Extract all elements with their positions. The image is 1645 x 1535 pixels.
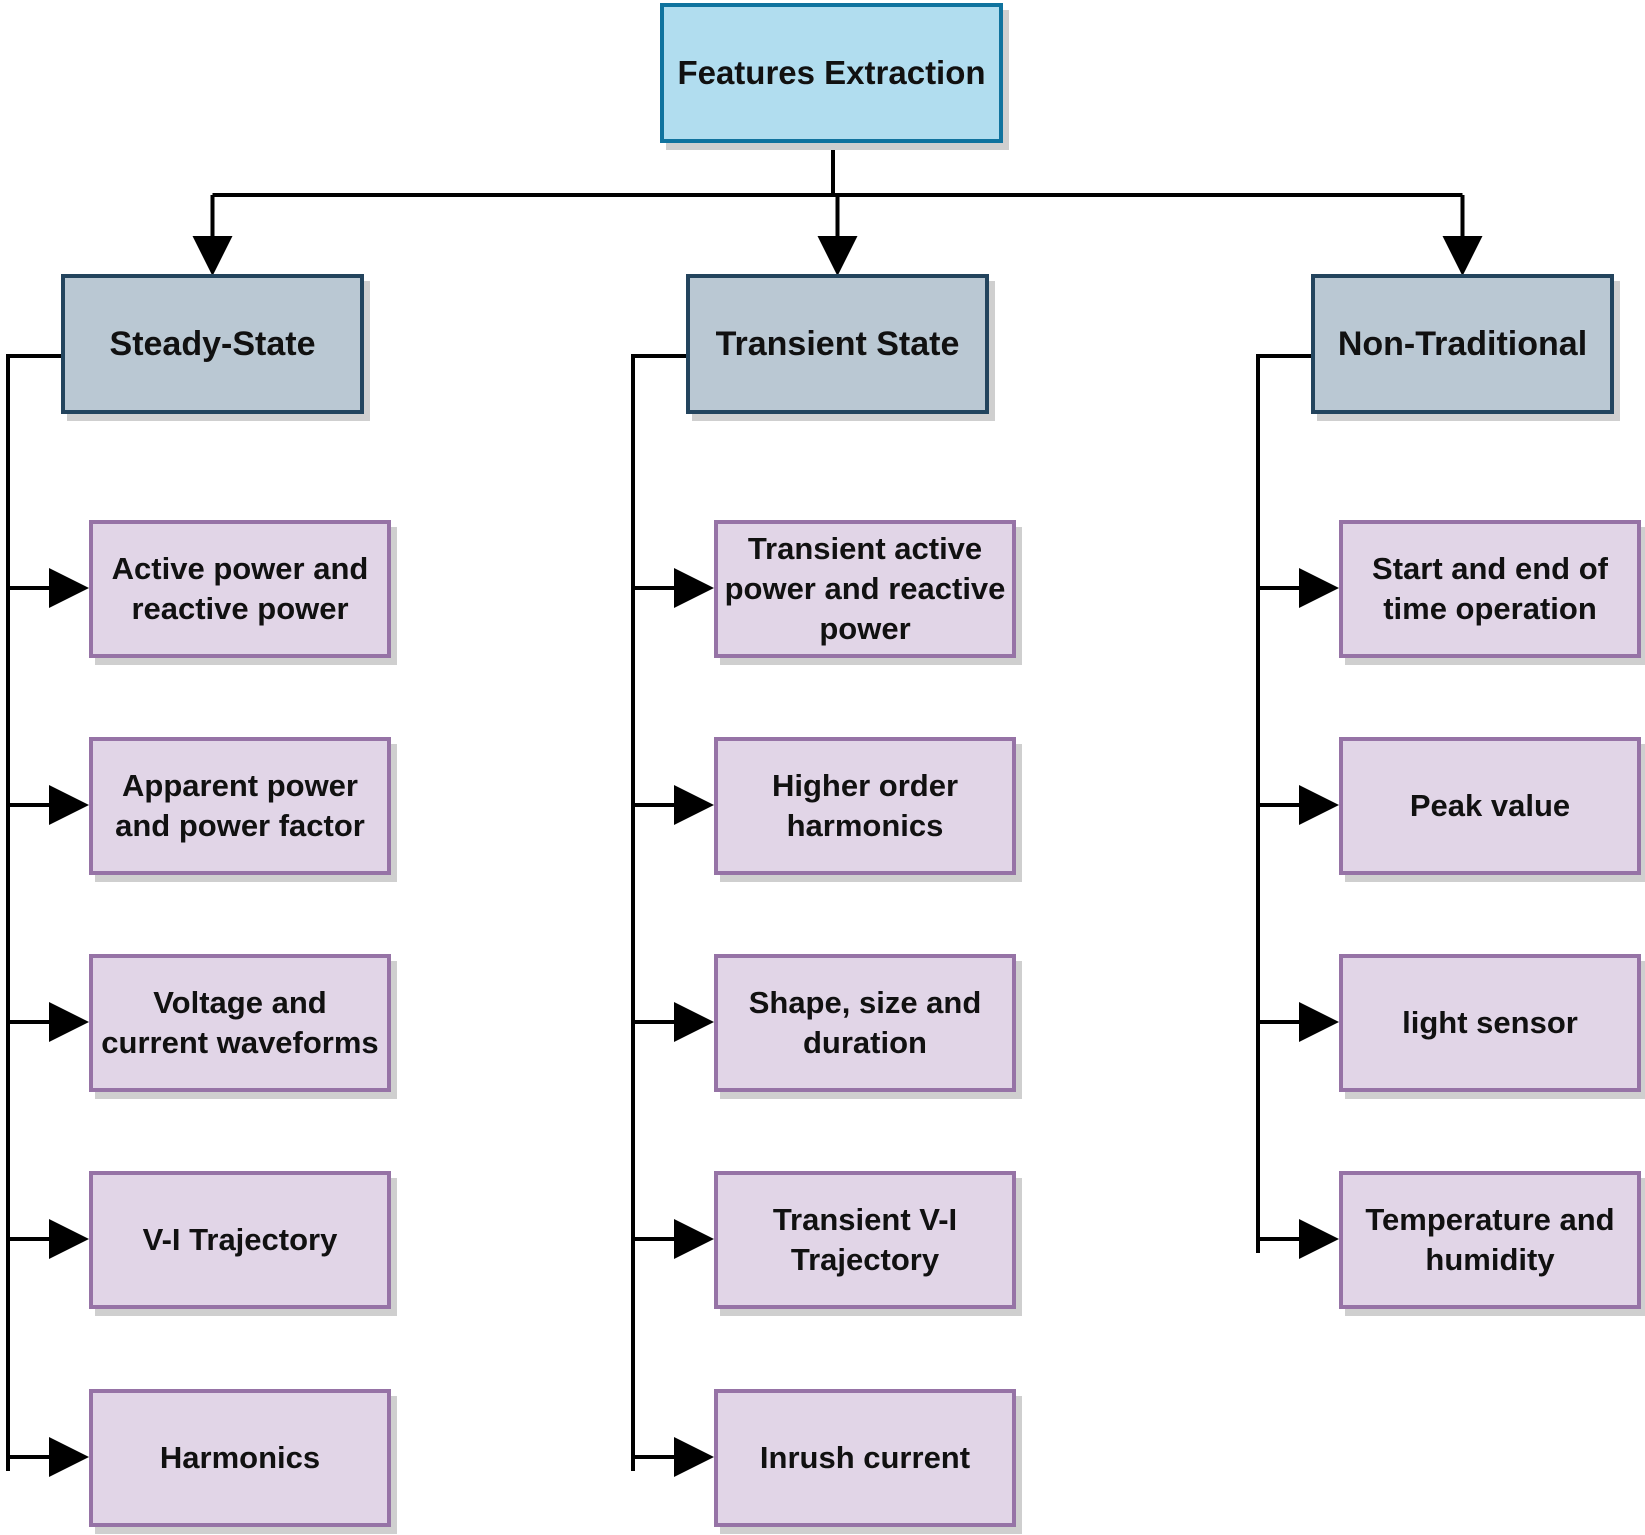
feature-node: Apparent power and power factor	[89, 737, 391, 875]
feature-label: Transient V-I Trajectory	[772, 1201, 958, 1277]
feature-node: V-I Trajectory	[89, 1171, 391, 1309]
feature-label: Harmonics	[159, 1439, 321, 1475]
feature-label: light sensor	[1402, 1004, 1578, 1040]
feature-node: light sensor	[1339, 954, 1641, 1092]
feature-label: Higher order harmonics	[771, 767, 959, 843]
feature-label: Voltage and current waveforms	[101, 984, 379, 1060]
category-node-transient-state: Transient State	[686, 274, 989, 414]
feature-label: Start and end of time operation	[1372, 550, 1608, 626]
category-label: Transient State	[715, 324, 960, 363]
root-node: Features Extraction	[660, 3, 1003, 143]
feature-node: Higher order harmonics	[714, 737, 1016, 875]
feature-node: Transient active power and reactive powe…	[714, 520, 1016, 658]
feature-label: Apparent power and power factor	[115, 767, 365, 843]
feature-label: Inrush current	[759, 1439, 971, 1475]
feature-node: Peak value	[1339, 737, 1641, 875]
category-node-non-traditional: Non-Traditional	[1311, 274, 1614, 414]
feature-label: Transient active power and reactive powe…	[724, 530, 1006, 647]
category-label: Steady-State	[109, 324, 316, 363]
feature-node: Voltage and current waveforms	[89, 954, 391, 1092]
feature-label: Peak value	[1409, 787, 1571, 823]
feature-node: Transient V-I Trajectory	[714, 1171, 1016, 1309]
feature-node: Start and end of time operation	[1339, 520, 1641, 658]
category-label: Non-Traditional	[1337, 324, 1588, 363]
feature-node: Inrush current	[714, 1389, 1016, 1527]
feature-label: Shape, size and duration	[748, 984, 982, 1060]
feature-label: Temperature and humidity	[1365, 1201, 1615, 1277]
feature-node: Active power and reactive power	[89, 520, 391, 658]
feature-node: Temperature and humidity	[1339, 1171, 1641, 1309]
feature-label: V-I Trajectory	[142, 1221, 338, 1257]
root-label: Features Extraction	[677, 54, 986, 91]
feature-node: Harmonics	[89, 1389, 391, 1527]
category-node-steady-state: Steady-State	[61, 274, 364, 414]
feature-label: Active power and reactive power	[111, 550, 369, 626]
feature-node: Shape, size and duration	[714, 954, 1016, 1092]
